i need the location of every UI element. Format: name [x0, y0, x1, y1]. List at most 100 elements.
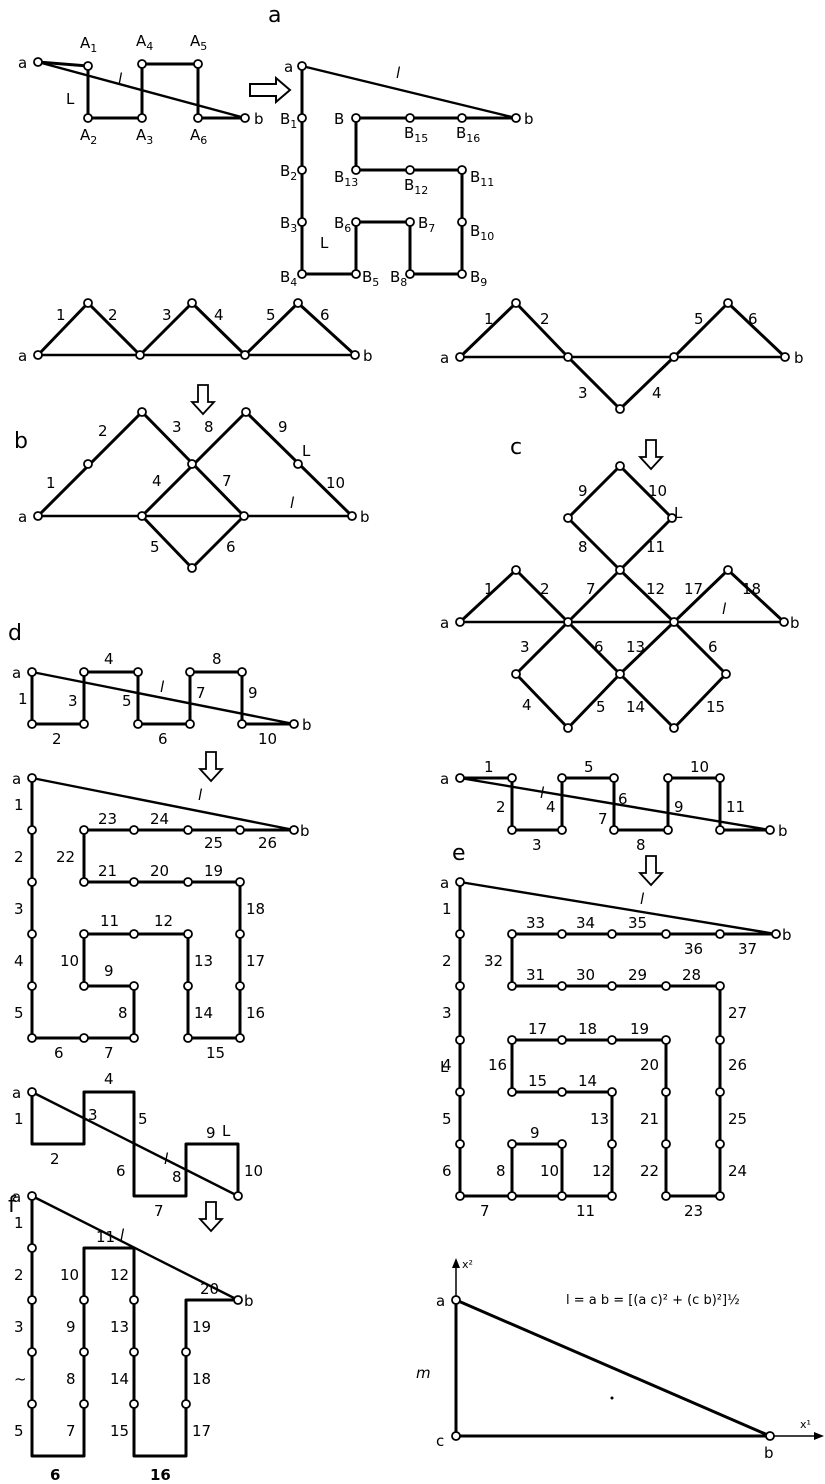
- down-arrow-icon: [637, 855, 665, 887]
- edge-label: 5: [442, 1110, 452, 1128]
- edge-label: 12: [154, 912, 173, 930]
- panel-label-c: c: [510, 435, 522, 460]
- edge-label: 7: [196, 684, 206, 702]
- line-l-label: l: [198, 786, 203, 804]
- edge-label: 8: [172, 1168, 182, 1186]
- edge-label: 5: [596, 698, 606, 716]
- edge-label: ~: [14, 1370, 27, 1388]
- vertex-B16-label: B16: [456, 124, 480, 145]
- vertex-B14-label: B: [334, 110, 344, 128]
- vertex-B4-label: B4: [280, 268, 297, 289]
- panel-d-top-diagram: a b l 1 2 3 4 5 6 7 8 9 10: [12, 650, 312, 748]
- node-markers: [33, 57, 250, 123]
- length-formula: l = a b = [(a c)² + (c b)²]½: [566, 1293, 740, 1308]
- edge-label: 21: [640, 1110, 659, 1128]
- edge-label: 25: [204, 834, 223, 852]
- edge-label: 1: [484, 758, 494, 776]
- lattice-path-L: [37, 60, 245, 120]
- point-b-label: b: [302, 716, 312, 734]
- edge-label: 14: [578, 1072, 597, 1090]
- edge-label: 11: [726, 798, 745, 816]
- straight-line-l: [31, 670, 295, 726]
- panel-e-top-diagram: a b l 1 2 3 4 5 6 7 8 9 10 11: [440, 758, 788, 854]
- edge-label: 4: [152, 472, 162, 490]
- edge-label: 8: [118, 1004, 128, 1022]
- edge-label: 9: [206, 1124, 216, 1142]
- edge-label: 25: [728, 1110, 747, 1128]
- edge-label: 5: [14, 1004, 24, 1022]
- point-a-label: a: [12, 770, 21, 788]
- edge-label: 2: [496, 798, 506, 816]
- vertex-A3-label: A3: [136, 126, 153, 147]
- edge-label: 11: [100, 912, 119, 930]
- edge-label: 20: [200, 1280, 219, 1298]
- edge-label: 4: [214, 306, 224, 324]
- edge-label: 13: [110, 1318, 129, 1336]
- edge-label: 1: [14, 1214, 24, 1232]
- edge-label: 8: [66, 1370, 76, 1388]
- edge-label: 24: [728, 1162, 747, 1180]
- edge-label: 3: [578, 384, 588, 402]
- vertex-A6-label: A6: [190, 126, 207, 147]
- path-L-label: L: [66, 90, 75, 108]
- straight-line-l: [31, 776, 295, 832]
- panel-c: a b 1 2 3 4 5 6 c: [440, 298, 804, 733]
- edge-label: 12: [592, 1162, 611, 1180]
- point-a-label: a: [12, 1084, 21, 1102]
- edge-label: 3: [520, 638, 530, 656]
- panel-f-top-diagram: a l L 1 2 3 4 5 6 7 8 9 10: [12, 1070, 263, 1220]
- panel-label-d: d: [8, 621, 22, 646]
- edge-label: 17: [192, 1422, 211, 1440]
- point-b-label: b: [300, 822, 310, 840]
- vertex-A5-label: A5: [190, 32, 207, 53]
- edge-label: 6: [442, 1162, 452, 1180]
- edge-label: 14: [110, 1370, 129, 1388]
- panel-c-bottom-diagram: a b l L 9 10 8 11 1 2 7 12 17 18 3 6 13 …: [440, 461, 800, 733]
- edge-label: 18: [246, 900, 265, 918]
- edge-label: 5: [694, 310, 704, 328]
- edge-label: 2: [14, 848, 24, 866]
- vertex-A2-label: A2: [80, 126, 97, 147]
- edge-label: 1: [14, 1110, 24, 1128]
- edge-label: 22: [56, 848, 75, 866]
- edge-label: 4: [14, 952, 24, 970]
- edge-label: 27: [728, 1004, 747, 1022]
- edge-label: 13: [626, 638, 645, 656]
- edge-label: 3: [162, 306, 172, 324]
- point-c-label: c: [436, 1432, 444, 1450]
- panel-label-b: b: [14, 429, 28, 454]
- vertex-A4-label: A4: [136, 32, 153, 53]
- node-markers: [455, 298, 790, 414]
- edge-label: 10: [690, 758, 709, 776]
- edge-label: 26: [728, 1056, 747, 1074]
- edge-label: 6: [158, 730, 168, 748]
- edge-label: 6: [116, 1162, 126, 1180]
- down-arrow-icon: [637, 439, 665, 471]
- edge-label: 1: [46, 474, 56, 492]
- edge-label: 29: [628, 966, 647, 984]
- point-a-label: a: [440, 874, 449, 892]
- path-L-label: L: [440, 1058, 449, 1076]
- straight-line-l: [459, 880, 777, 936]
- edge-label: 7: [480, 1202, 490, 1220]
- edge-label: 19: [630, 1020, 649, 1038]
- edge-label: 7: [104, 1044, 114, 1062]
- node-markers: [455, 773, 775, 835]
- lattice-path-L: [30, 1090, 240, 1198]
- vertex-B10-label: B10: [470, 222, 494, 243]
- edge-label: 8: [212, 650, 222, 668]
- edge-label: 9: [248, 684, 258, 702]
- point-b-label: b: [790, 614, 800, 632]
- node-markers: [455, 461, 789, 733]
- edge-label: 23: [98, 810, 117, 828]
- panel-b-top-diagram: a b 1 2 3 4 5 6: [18, 298, 373, 365]
- edge-label: 2: [540, 580, 550, 598]
- edge-label: 15: [206, 1044, 225, 1062]
- vertex-B8-label: B8: [390, 268, 407, 289]
- line-l-label: l: [396, 64, 401, 82]
- edge-label: 2: [52, 730, 62, 748]
- point-a-label: a: [440, 349, 449, 367]
- line-l-label: l: [164, 1150, 169, 1168]
- point-a-label: a: [18, 347, 27, 365]
- edge-label: 15: [110, 1422, 129, 1440]
